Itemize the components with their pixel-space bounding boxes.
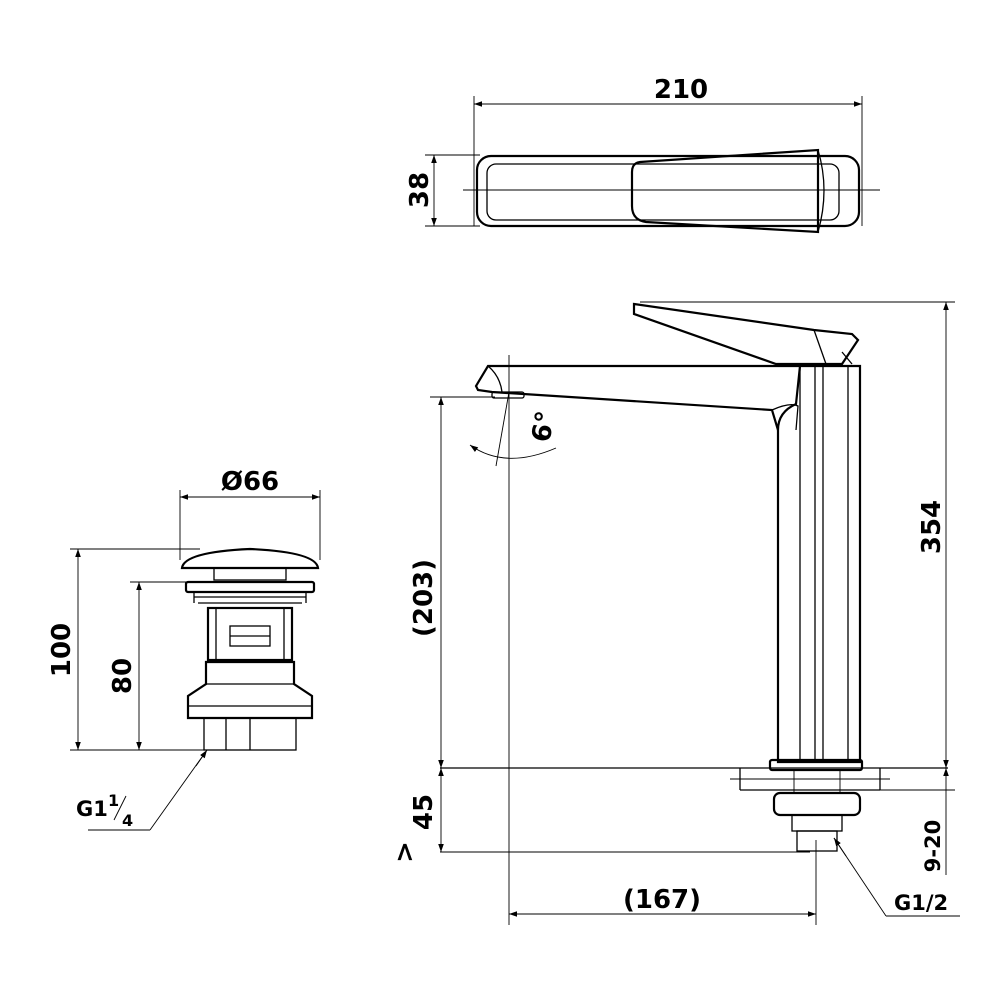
mounting-nut (772, 791, 862, 817)
width-label: 210 (654, 75, 708, 105)
inlet-connector (796, 830, 838, 852)
clearance-label: 45 (409, 794, 439, 830)
spout-angle-label: 6° (527, 409, 562, 445)
waste-thread-numerator: 1 (108, 791, 119, 810)
clearance-symbol: > (390, 841, 420, 863)
total-height-label: 354 (917, 500, 947, 554)
waste-body (206, 606, 294, 662)
waste-view: Ø66 100 80 G1 (47, 467, 321, 831)
deck-thickness-label: 9-20 (921, 820, 945, 873)
diameter-label: Ø66 (221, 467, 279, 497)
waste-thread-label: G1 (76, 797, 108, 821)
waste-thread-denominator: 4 (122, 811, 133, 830)
waste-cap (180, 547, 320, 570)
waste-nut (186, 660, 314, 720)
top-view: 210 38 (405, 75, 880, 234)
side-view: 6° 354 (203) 45 > 9-20 (167) G1/2 (390, 301, 960, 925)
waste-total-height-label: 100 (47, 623, 77, 677)
handle-lever (632, 302, 860, 366)
faucet-top-outline (475, 154, 861, 228)
spout-reach-label: (167) (623, 885, 701, 915)
lever-top-outline (630, 148, 820, 234)
height-label: 38 (405, 172, 435, 208)
spout (474, 364, 800, 431)
spout-height-label: (203) (409, 559, 439, 637)
inlet-thread-label: G1/2 (894, 891, 948, 915)
waste-body-height-label: 80 (108, 658, 138, 694)
